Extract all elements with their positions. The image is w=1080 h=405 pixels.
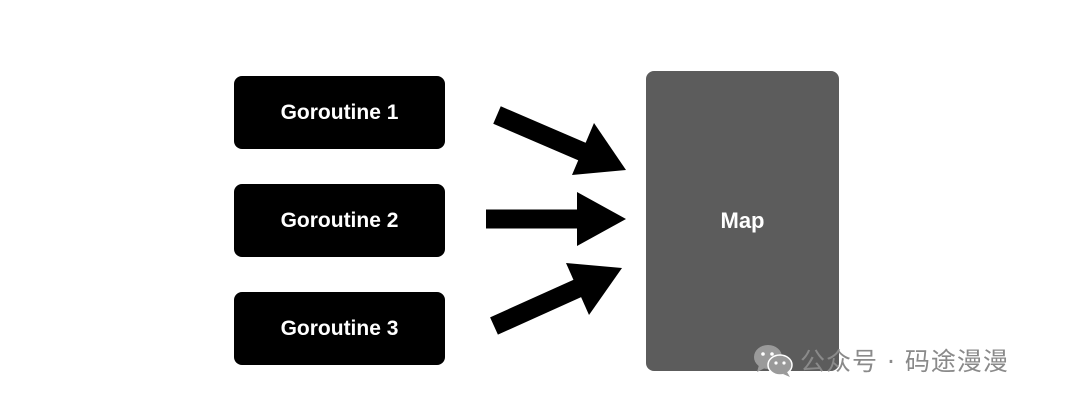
map-box: Map (646, 71, 839, 371)
goroutine-1-label: Goroutine 1 (280, 100, 399, 124)
goroutine-2-box: Goroutine 2 (234, 184, 445, 257)
arrow-goroutine-3-to-map (490, 263, 622, 335)
arrow-goroutine-2-to-map (486, 192, 626, 246)
watermark-text: 公众号 · 码途漫漫 (800, 347, 1009, 376)
goroutine-1-box: Goroutine 1 (234, 76, 445, 149)
watermark: 公众号 · 码途漫漫 (752, 340, 1009, 380)
goroutine-3-label: Goroutine 3 (280, 316, 399, 340)
goroutine-2-label: Goroutine 2 (280, 208, 399, 232)
wechat-icon (754, 345, 793, 377)
map-label: Map (720, 208, 765, 233)
arrow-goroutine-1-to-map (493, 106, 626, 175)
goroutine-3-box: Goroutine 3 (234, 292, 445, 365)
